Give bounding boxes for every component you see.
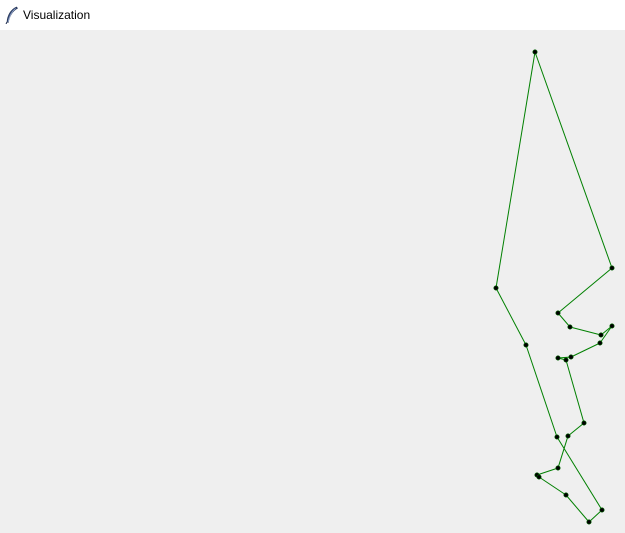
path-edge bbox=[538, 476, 567, 496]
title-bar[interactable]: Visualization bbox=[0, 0, 625, 30]
path-node bbox=[555, 310, 561, 316]
path-edge bbox=[557, 267, 613, 314]
visualization-canvas[interactable] bbox=[0, 30, 625, 533]
path-node bbox=[555, 355, 561, 361]
path-node bbox=[597, 340, 603, 346]
path-edge bbox=[557, 435, 569, 469]
path-node bbox=[565, 433, 571, 439]
path-edge bbox=[565, 494, 590, 523]
path-edge bbox=[588, 509, 603, 523]
path-node bbox=[493, 285, 499, 291]
path-edge bbox=[534, 51, 613, 269]
path-node bbox=[563, 357, 569, 363]
path-node bbox=[554, 434, 560, 440]
path-node bbox=[532, 49, 538, 55]
path-node bbox=[555, 465, 561, 471]
path-node bbox=[563, 492, 569, 498]
path-node bbox=[598, 332, 604, 338]
path-edge bbox=[525, 344, 558, 438]
path-visualization bbox=[493, 49, 615, 525]
path-node bbox=[523, 342, 529, 348]
window-title: Visualization bbox=[23, 8, 91, 22]
path-edge bbox=[569, 326, 602, 336]
path-edge bbox=[570, 342, 601, 358]
path-node bbox=[609, 323, 615, 329]
path-edge bbox=[557, 312, 571, 328]
path-edge bbox=[565, 359, 585, 424]
path-node bbox=[609, 265, 615, 271]
path-node bbox=[567, 324, 573, 330]
path-edge bbox=[536, 467, 559, 476]
path-edge bbox=[556, 436, 603, 511]
path-edge bbox=[495, 287, 527, 346]
path-edge bbox=[567, 422, 585, 437]
feather-icon bbox=[4, 6, 20, 25]
path-node bbox=[536, 474, 542, 480]
path-edge bbox=[599, 325, 613, 344]
path-node bbox=[599, 507, 605, 513]
path-node bbox=[586, 519, 592, 525]
path-edge bbox=[495, 51, 536, 289]
path-node bbox=[581, 420, 587, 426]
path-node bbox=[568, 354, 574, 360]
